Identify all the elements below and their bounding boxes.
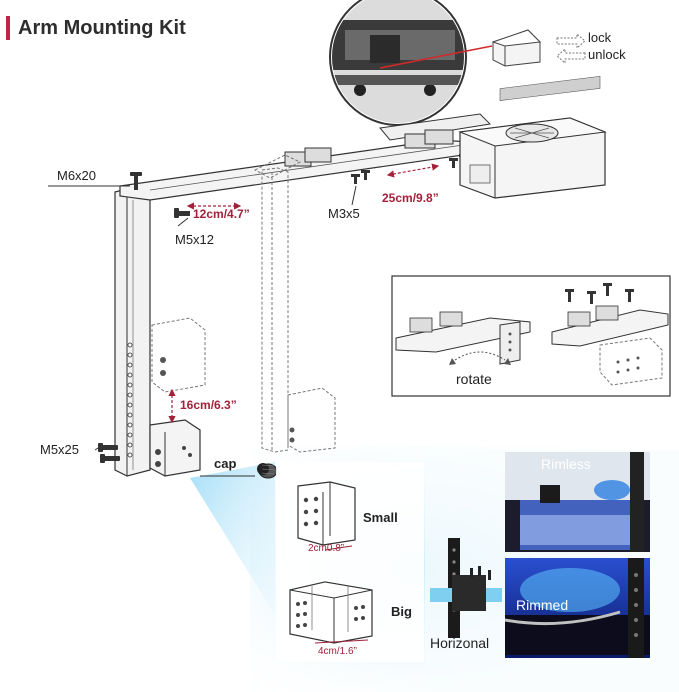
title-block: Arm Mounting Kit [6, 14, 186, 42]
label-m6x20: M6x20 [57, 168, 96, 183]
label-arm-light: 25cm/9.8” [382, 191, 439, 205]
pointer-line [379, 45, 493, 69]
arm-light-dimension [386, 163, 440, 178]
unlock-arrow-icon [556, 47, 586, 65]
label-cap: cap [214, 456, 236, 471]
label-horizontal: Horizonal [430, 635, 489, 651]
label-rimmed: Rimmed [516, 597, 568, 613]
rotate-detail-box [391, 275, 671, 397]
title-accent-bar [6, 16, 10, 40]
label-small-bracket: Small [363, 510, 398, 525]
label-small-width: 2cm0.8” [308, 543, 344, 554]
light-fixture [458, 75, 607, 199]
lock-wedge-icon [491, 29, 542, 67]
lock-arrow-icon [556, 32, 586, 50]
label-big-bracket: Big [391, 604, 412, 619]
rimless-photo [505, 452, 650, 552]
unlock-label: unlock [588, 47, 626, 62]
label-m3x5: M3x5 [328, 206, 360, 221]
label-rotate: rotate [456, 371, 492, 387]
rimmed-photo [504, 558, 650, 658]
small-bracket-icon [297, 481, 356, 546]
label-height: 16cm/6.3” [180, 398, 237, 412]
tank-panel [425, 450, 679, 692]
arm-assembly [98, 113, 492, 477]
label-big-width: 4cm/1.6” [318, 646, 357, 657]
horizontal-mount-illustration [430, 538, 502, 638]
bracket-panel [276, 462, 424, 662]
cap-icon [257, 463, 278, 479]
page-title: Arm Mounting Kit [18, 16, 186, 39]
label-rimless: Rimless [541, 456, 591, 472]
label-m5x25: M5x25 [40, 442, 79, 457]
lock-detail-circle [329, 0, 493, 126]
label-m5x12: M5x12 [175, 232, 214, 247]
big-bracket-icon [289, 581, 373, 644]
lock-label: lock [588, 30, 612, 45]
label-arm-offset: 12cm/4.7” [193, 207, 250, 221]
